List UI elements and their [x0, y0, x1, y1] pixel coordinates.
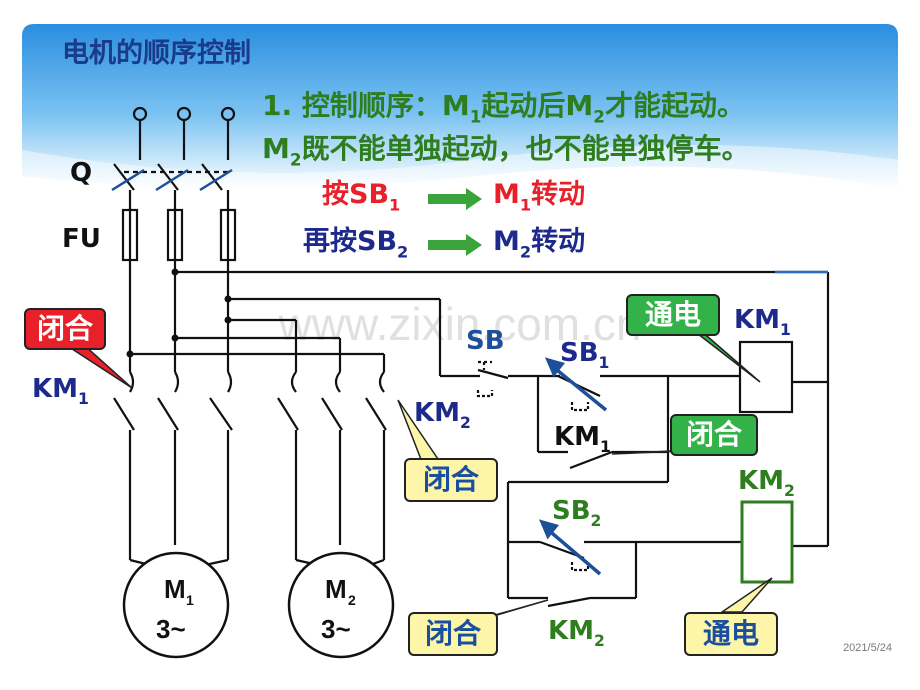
- km1-main-sub: 1: [78, 390, 89, 409]
- km2-main-sub: 2: [460, 414, 471, 433]
- callout-energized-km2: 通电: [684, 612, 778, 656]
- km2-coil-sub: 2: [784, 482, 795, 501]
- step1-action-text: 按SB: [322, 179, 390, 210]
- step2-result-text: M: [493, 226, 520, 257]
- km2-coil: [740, 500, 794, 584]
- requirement-line-2: M2既不能单独起动，也不能单独停车。: [262, 135, 750, 168]
- km2-aux-text: KM: [548, 616, 595, 646]
- req2-suffix: 既不能单独起动，也不能单独停车。: [301, 132, 750, 165]
- sb2-text: SB: [552, 496, 591, 526]
- km1-aux-text: KM: [554, 422, 601, 452]
- km1-aux-contact: [569, 450, 613, 470]
- callout-closed-km1-aux: 闭合: [670, 414, 758, 456]
- km1-coil: [738, 340, 794, 414]
- req2-prefix: M: [262, 132, 290, 165]
- switch-q-label: Q: [70, 158, 93, 188]
- svg-text:M: M: [325, 574, 347, 604]
- start-button-arrows: [538, 357, 608, 576]
- stop-button-sb-label: SB: [466, 326, 505, 356]
- slide-date: 2021/5/24: [843, 642, 892, 654]
- km2-coil-label: KM2: [738, 468, 795, 500]
- km1-aux-contact-label: KM1: [554, 424, 611, 456]
- main-circuit: [113, 106, 828, 567]
- requirement-line-1: 1. 控制顺序：M1起动后M2才能起动。: [262, 92, 745, 125]
- watermark: www.zixin.com.cn: [278, 298, 642, 350]
- svg-text:3~: 3~: [321, 614, 351, 644]
- callout-energized-km1: 通电: [626, 294, 720, 336]
- step2-result-sub: 2: [519, 242, 532, 262]
- sequence-step-1-result: M1转动: [493, 181, 585, 213]
- junction-dots: [126, 268, 232, 358]
- km2-aux-contact: [547, 596, 591, 608]
- step2-action-text: 再按SB: [303, 226, 398, 257]
- svg-text:2: 2: [348, 592, 356, 608]
- sequence-step-2-action: 再按SB2: [303, 228, 408, 260]
- header-band: [22, 24, 898, 208]
- page-title: 电机的顺序控制: [62, 38, 251, 69]
- sb2-sub: 2: [590, 512, 602, 531]
- km1-main-contact-label: KM1: [32, 376, 89, 408]
- km1-coil-text: KM: [734, 305, 781, 335]
- callout-closed-km2-main: 闭合: [404, 458, 498, 502]
- step1-action-sub: 1: [389, 195, 401, 215]
- sb1-text: SB: [560, 338, 599, 368]
- req2-sub: 2: [289, 149, 302, 170]
- motor-m2: M 2 3~: [287, 551, 395, 659]
- req1-suffix: 才能起动。: [604, 89, 745, 122]
- sb1-sub: 1: [598, 354, 610, 373]
- motor-m1: M 1 3~: [122, 551, 230, 659]
- step1-result-suffix: 转动: [531, 179, 586, 210]
- q-indicator-arrows: [111, 168, 233, 192]
- step2-action-sub: 2: [397, 242, 409, 262]
- arrow-right-icon: [428, 234, 482, 256]
- start-button-sb1-label: SB1: [560, 340, 609, 372]
- req1-sub1: 1: [469, 106, 482, 127]
- km1-aux-sub: 1: [600, 438, 611, 457]
- km2-aux-contact-label: KM2: [548, 618, 605, 650]
- svg-text:3~: 3~: [156, 614, 186, 644]
- step1-result-sub: 1: [519, 195, 532, 215]
- sb-stop-contact: [477, 368, 509, 380]
- km1-coil-sub: 1: [780, 321, 791, 340]
- arrow-right-icon: [428, 188, 482, 210]
- km2-aux-sub: 2: [594, 632, 605, 651]
- callout-closed-km1-main: 闭合: [24, 308, 106, 350]
- start-button-sb2-label: SB2: [552, 498, 601, 530]
- step1-result-text: M: [493, 179, 520, 210]
- q-blade-2: [157, 163, 179, 191]
- svg-text:1: 1: [186, 592, 194, 608]
- req1-prefix: 1. 控制顺序：M: [262, 89, 470, 122]
- fuse-fu-label: FU: [62, 224, 101, 254]
- req1-mid: 起动后M: [481, 89, 594, 122]
- km1-coil-label: KM1: [734, 307, 791, 339]
- svg-text:M: M: [164, 574, 186, 604]
- step2-result-suffix: 转动: [531, 226, 586, 257]
- km1-main-text: KM: [32, 374, 79, 404]
- q-blade-3: [201, 163, 223, 191]
- sequence-step-1-action: 按SB1: [322, 181, 400, 213]
- req1-sub2: 2: [593, 106, 605, 127]
- callout-closed-km2-aux: 闭合: [408, 612, 498, 656]
- km2-main-text: KM: [414, 398, 461, 428]
- km2-main-contact-label: KM2: [414, 400, 471, 432]
- sequence-step-2-result: M2转动: [493, 228, 585, 260]
- q-blade-1: [113, 163, 135, 191]
- km2-coil-text: KM: [738, 466, 785, 496]
